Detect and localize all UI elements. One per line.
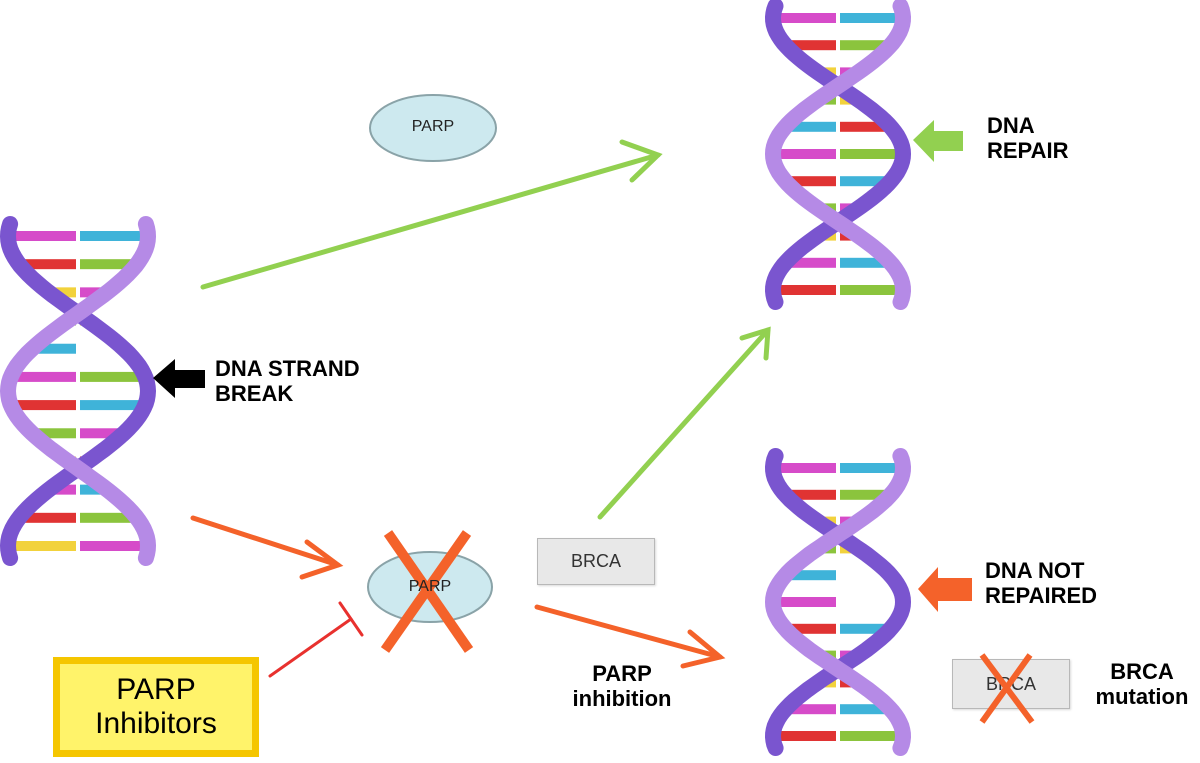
base-pair-left: [785, 121, 836, 132]
brca-mutation-line2: mutation: [1095, 683, 1189, 709]
parp-inhibitors-line2: Inhibitors: [95, 707, 217, 740]
not-repaired-line1: DNA NOT: [985, 558, 1085, 583]
base-pair-right: [840, 489, 891, 500]
base-pair-left: [19, 259, 77, 270]
base-pair-right: [840, 623, 891, 634]
helix-backbone: [764, 448, 912, 756]
base-pair-right: [840, 13, 903, 23]
base-pair-left: [10, 400, 76, 411]
parp-inhibitors-box: PARP Inhibitors: [53, 657, 259, 757]
helix-backbone: [0, 216, 157, 566]
base-pair-left: [48, 484, 76, 495]
helix-backbone: [0, 216, 157, 566]
base-pair-right: [80, 231, 148, 241]
brca-protein-box: BRCA: [537, 538, 655, 585]
base-pair-left: [773, 149, 836, 159]
dna-repair-arrow: [913, 120, 963, 162]
strand-break-arrow: [153, 359, 205, 398]
dna-helix-not-repaired: [764, 448, 912, 756]
base-pair-left: [785, 40, 836, 51]
brca-repair-arrow: [597, 326, 771, 520]
base-pair-right: [840, 149, 903, 159]
parp-inhibitors-line1: PARP: [116, 672, 196, 706]
base-pair-left: [785, 570, 836, 581]
helix-backbone: [764, 0, 912, 310]
base-pair-right: [80, 287, 108, 298]
base-pair-right: [840, 40, 891, 51]
dna-helix-repaired: [764, 0, 912, 310]
not-repaired-line2: REPAIRED: [985, 582, 1098, 608]
repair-pathway-arrow: [200, 139, 663, 290]
base-pair-left: [32, 343, 76, 354]
parp-inhibition-line1: PARP: [592, 661, 652, 686]
base-pair-right: [840, 121, 891, 132]
parp-label-inhibited: PARP: [408, 578, 452, 595]
parp-inhibition-label: PARP inhibition: [562, 661, 682, 711]
base-pair-left: [8, 231, 76, 241]
base-pair-left: [48, 287, 76, 298]
brca-mutation-label: BRCA mutation: [1087, 659, 1197, 709]
base-pair-right: [840, 704, 891, 715]
base-pair-left: [19, 512, 77, 523]
parp-inhibition-line2: inhibition: [572, 685, 672, 711]
base-pair-right: [840, 257, 891, 268]
parp-label-top: PARP: [411, 118, 455, 135]
base-pair-right: [840, 176, 891, 187]
base-pair-left: [785, 257, 836, 268]
base-pair-left: [32, 428, 76, 439]
dna-repair-line1: DNA: [987, 113, 1035, 138]
base-pair-right: [80, 484, 108, 495]
base-pair-left: [773, 285, 836, 295]
strand-break-line2: BREAK: [215, 380, 294, 406]
brca-mutation-line1: BRCA: [1110, 659, 1174, 684]
base-pair-right: [840, 463, 903, 473]
brca-mutated-box: BRCA: [952, 659, 1070, 709]
inhibition-line: [268, 601, 364, 678]
base-pair-right: [80, 541, 148, 551]
base-pair-left: [785, 489, 836, 500]
not-repaired-label: DNA NOT REPAIRED: [985, 558, 1098, 608]
base-pair-left: [773, 13, 836, 23]
strand-break-line1: DNA STRAND: [215, 356, 360, 381]
base-pair-right: [80, 259, 137, 270]
inhibition-pathway-arrow: [534, 604, 726, 669]
helix-backbone: [764, 0, 912, 310]
base-pair-left: [773, 597, 836, 607]
not-repaired-arrow: [918, 567, 972, 612]
base-pair-left: [785, 623, 836, 634]
inhibited-x-mark: [380, 530, 474, 653]
base-pair-right: [80, 428, 124, 439]
base-pair-left: [10, 371, 76, 382]
base-pair-right: [80, 512, 137, 523]
base-pair-right: [840, 731, 903, 741]
helix-backbone: [764, 448, 912, 756]
dna-helix-damaged: [0, 216, 157, 566]
base-pair-right: [80, 400, 146, 411]
damage-to-parp-arrow: [190, 515, 344, 580]
parp-enzyme-top: [369, 94, 497, 162]
base-pair-left: [785, 704, 836, 715]
base-pair-left: [773, 463, 836, 473]
dna-repair-label: DNA REPAIR: [987, 113, 1069, 163]
base-pair-left: [773, 731, 836, 741]
strand-break-label: DNA STRAND BREAK: [215, 356, 360, 406]
base-pair-right: [840, 285, 903, 295]
dna-repair-line2: REPAIR: [987, 137, 1069, 163]
base-pair-left: [785, 176, 836, 187]
base-pair-right: [80, 371, 146, 382]
base-pair-left: [8, 541, 76, 551]
